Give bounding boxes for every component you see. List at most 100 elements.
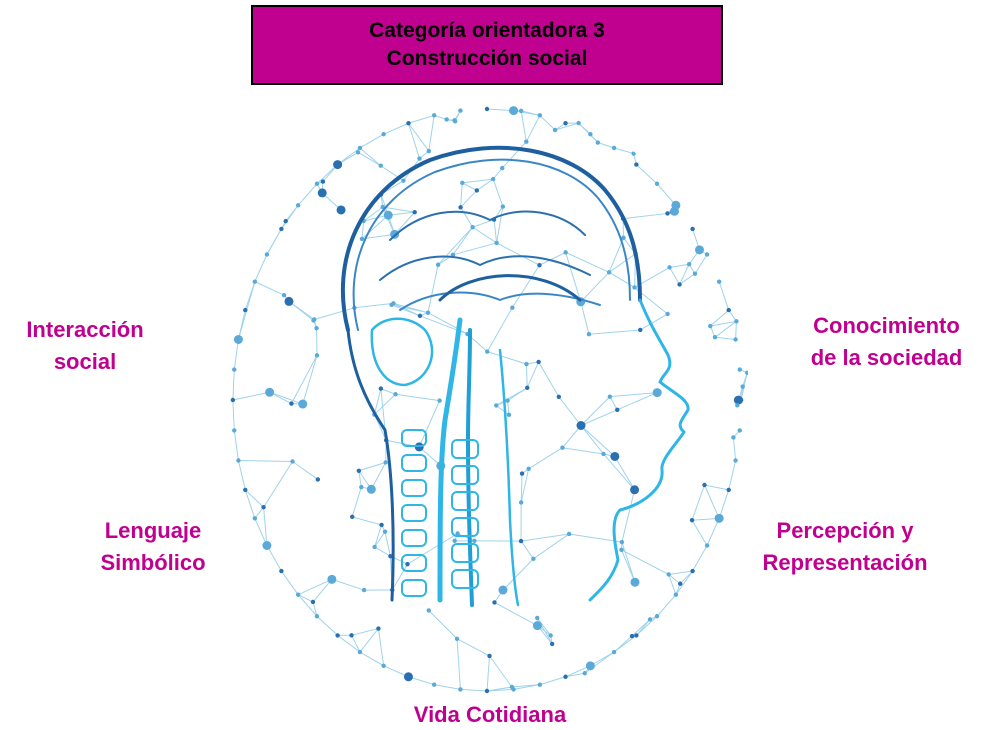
network-link [354,302,394,309]
network-node [524,139,529,144]
network-link [395,393,440,402]
label-interaccion-social: Interacción social [0,314,170,378]
network-node [632,285,637,290]
network-node [381,663,386,669]
network-mesh [230,106,749,694]
network-node [735,403,740,408]
network-link [232,369,235,401]
network-link [511,264,540,308]
network-node [494,403,499,408]
network-link [472,226,497,244]
network-link [623,212,668,220]
network-link [494,602,538,627]
network-link [337,635,361,653]
network-link [526,361,540,389]
network-link [539,114,556,131]
network-node [535,615,540,621]
network-link [244,489,264,508]
spinal-cord [466,328,474,607]
label-line: social [53,349,117,374]
network-node [314,353,320,358]
network-node [667,265,672,270]
network-link [608,237,624,273]
label-line: Representación [762,550,928,575]
network-link [297,594,318,617]
network-link [502,558,534,591]
network-node [726,487,731,493]
label-line: Conocimiento [813,313,960,338]
network-node [563,674,568,679]
network-link [331,578,365,591]
network-node [737,428,742,433]
network-node [537,113,543,118]
network-link [588,329,641,335]
network-node [361,587,367,593]
network-node [289,401,294,406]
network-link [691,519,708,546]
network-link [233,339,239,370]
network-node [379,522,384,528]
network-node [654,181,660,186]
network-link [462,182,478,191]
network-node [518,538,524,544]
network-node [665,211,670,216]
network-node [509,106,519,116]
network-link [452,242,497,256]
network-node [731,435,736,440]
network-link [565,672,585,678]
network-link [614,456,636,491]
network-link [408,122,430,152]
network-link [370,462,387,490]
network-link [492,167,503,180]
network-node [734,319,739,324]
network-link [374,524,383,548]
network-link [496,242,540,266]
network-node [566,531,572,537]
network-link [501,141,527,169]
network-node [654,614,660,619]
face-profile [588,298,690,602]
network-link [290,355,318,404]
network-link [460,190,478,208]
network-link [382,206,396,235]
network-link [269,391,303,405]
network-node [702,482,707,488]
network-link [704,484,720,519]
network-link [520,468,530,503]
network-link [706,518,720,546]
network-node [283,218,288,224]
network-link [580,396,611,426]
brain-fold-1 [389,210,586,241]
network-link [383,665,409,678]
vertebrae [401,429,479,597]
network-node [336,205,346,215]
network-node [552,127,558,133]
network-node [252,279,258,284]
brain-fold-2 [379,255,591,281]
network-link [384,531,391,557]
network-node [548,633,553,638]
network-node [744,370,749,375]
network-node [610,451,620,461]
network-node [393,392,398,397]
network-node [738,397,744,403]
brainstem [437,317,463,603]
network-node [314,325,319,331]
network-node [498,585,508,595]
network-node [563,121,568,126]
network-node [536,359,541,365]
network-node [665,311,670,317]
network-link [539,676,566,686]
network-node [733,395,743,405]
network-link [668,570,693,575]
network-node [595,140,601,145]
network-node [492,600,497,605]
network-node [619,547,624,553]
network-node [678,581,683,586]
network-node [265,387,275,397]
network-link [486,655,491,692]
network-node [712,335,718,340]
network-node [611,649,617,655]
network-node [366,484,376,494]
network-node [383,460,388,465]
